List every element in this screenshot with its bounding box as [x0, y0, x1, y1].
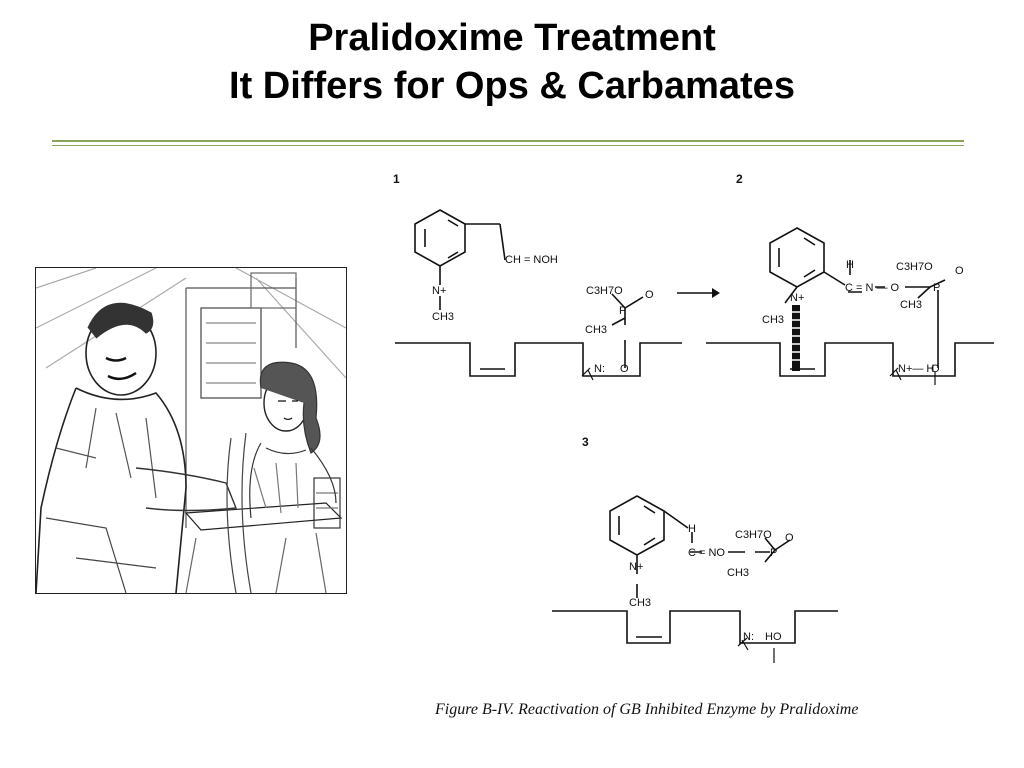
pyridine-ring-2 [769, 227, 825, 288]
sketch-illustration-icon [36, 268, 346, 593]
site-ho-3: HO [765, 631, 782, 643]
panel-label-2: 2 [736, 172, 743, 186]
ch3-on-n-3: CH3 [629, 597, 651, 609]
slide-title: Pralidoxime Treatment It Differs for Ops… [0, 14, 1024, 110]
ch3-on-n-2: CH3 [762, 314, 784, 326]
title-line-1: Pralidoxime Treatment [308, 17, 716, 59]
oxime-link-3: C = NO [688, 547, 725, 559]
title-divider-top [52, 140, 964, 142]
p-atom-1: P [619, 305, 626, 317]
oxime-group-1: CH = NOH [505, 254, 558, 266]
reactivation-diagram: 1 2 3 CH = NOH N+ CH3 C3H7O CH3 P O N: O… [385, 160, 1005, 700]
pyridine-ring-1 [414, 209, 466, 267]
p-oxo-2: O [955, 265, 964, 277]
n-plus-1: N+ [432, 285, 446, 297]
h-atom-2: H [846, 259, 854, 271]
p-atom-2: P [933, 282, 940, 294]
site-nh-2: N+— H [898, 363, 934, 375]
site-o-1: O [620, 363, 629, 375]
p-methyl-2: CH3 [900, 299, 922, 311]
p-methyl-3: CH3 [727, 567, 749, 579]
p-alkoxy-2: C3H7O [896, 261, 933, 273]
n-plus-2: N+ [790, 292, 804, 304]
sketch-illustration [35, 267, 347, 594]
pyridine-ring-3 [609, 495, 665, 556]
site-n-1: N: [594, 363, 605, 375]
ch3-on-n-1: CH3 [432, 311, 454, 323]
figure-caption: Figure B-IV. Reactivation of GB Inhibite… [435, 701, 859, 718]
title-divider-bottom [52, 145, 964, 146]
site-o-2: O [931, 363, 940, 375]
p-methyl-1: CH3 [585, 324, 607, 336]
title-line-2: It Differs for Ops & Carbamates [229, 65, 795, 107]
p-oxo-3: O [785, 532, 794, 544]
p-oxo-1: O [645, 289, 654, 301]
p-atom-3: P [770, 547, 777, 559]
p-alkoxy-1: C3H7O [586, 285, 623, 297]
panel-label-3: 3 [582, 435, 589, 449]
site-n-3: N: [743, 631, 754, 643]
n-plus-3: N+ [629, 561, 643, 573]
oxime-link-2: C = N — O [845, 282, 900, 294]
p-alkoxy-3: C3H7O [735, 529, 772, 541]
panel-label-1: 1 [393, 172, 400, 186]
h-atom-3: H [688, 523, 696, 535]
reactivation-diagram-svg: 1 2 3 CH = NOH N+ CH3 C3H7O CH3 P O N: O… [393, 172, 994, 663]
